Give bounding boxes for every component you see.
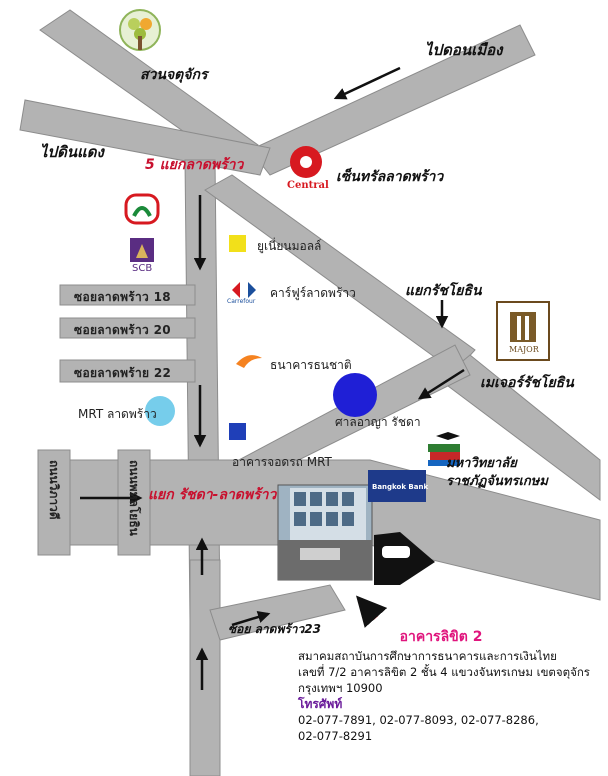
scb-logo-icon [130, 238, 154, 262]
university-label-1: มหาวิทยาลัย [446, 456, 517, 471]
union-mall-label: ยูเนี่ยนมอลล์ [257, 239, 322, 253]
bank-logo-icon [124, 193, 160, 225]
organization-name: สมาคมสถาบันการศึกษาการธนาคารและการเงินไท… [298, 649, 557, 663]
soi-22-label: ซอยลาดพร้าย 22 [74, 366, 172, 380]
bangkok-bank-logo-icon [368, 470, 426, 502]
building-title: อาคารลิขิต 2 [399, 629, 483, 645]
central-logo-text: Central [287, 180, 329, 191]
park-label: สวนจตุจักร [140, 67, 208, 83]
scb-label: SCB [132, 263, 153, 274]
carrefour-label: คาร์ฟูร์ลาดพร้าว [270, 286, 356, 300]
union-mall-square [229, 235, 246, 252]
phahonyothin-road-label: ถนนพหลโยธิน [127, 460, 141, 536]
city-line: กรุงเทพฯ 10900 [298, 681, 383, 695]
central-label: เซ็นทรัลลาดพร้าว [336, 169, 444, 185]
thanachart-label: ธนาคารธนชาติ [270, 358, 352, 372]
major-logo-text: MAJOR [509, 345, 539, 354]
arrow-from-don-mueang [333, 66, 401, 100]
phone-numbers-2: 02-077-8291 [298, 729, 373, 743]
road-soi-18 [59, 284, 196, 306]
major-label: เมเจอร์รัชโยธิน [480, 375, 574, 391]
road-soi-20 [59, 317, 196, 339]
vibhavadi-road-label: ถนนวิภาวดี [47, 460, 61, 520]
university-label-2: ราชภัฏจันทรเกษม [446, 474, 548, 489]
thanachart-logo-icon [236, 355, 262, 368]
car-entrance-icon [374, 532, 435, 585]
major-logo-icon [496, 301, 550, 361]
road-to-din-daeng [19, 99, 271, 176]
arrow-soi-23-branch [231, 610, 271, 627]
road-soi-22 [59, 359, 196, 383]
soi-20-label: ซอยลาดพร้าว 20 [74, 323, 171, 337]
bangkok-bank-label: Bangkok Bank [372, 483, 429, 491]
to-don-mueang-label: ไปดอนเมือง [425, 41, 503, 59]
ratchayothin-junction-label: แยกรัชโยธิน [405, 283, 482, 299]
parking-mrt-label: อาคารจอดรถ MRT [232, 455, 332, 469]
carrefour-logo-icon [232, 282, 256, 298]
court-circle [333, 373, 377, 417]
phone-numbers-1: 02-077-7891, 02-077-8093, 02-077-8286, [298, 713, 539, 727]
five-lat-phrao-junction-label: 5 แยกลาดพร้าว [145, 157, 244, 173]
carrefour-logo-text: Carrefour [227, 298, 256, 305]
mrt-lat-phrao-label: MRT ลาดพร้าว [78, 407, 157, 421]
location-arrow [356, 595, 388, 628]
road-lat-phrao-diagonal [204, 174, 476, 373]
to-din-daeng-label: ไปดินแดง [40, 143, 104, 161]
road-to-don-mueang [39, 9, 259, 171]
address-block: อาคารลิขิต 2 สมาคมสถาบันการศึกษาการธนาคา… [298, 626, 604, 744]
mrt-circle [145, 396, 175, 426]
car-icon [382, 546, 410, 558]
criminal-court-label: ศาลอาญา รัชดา [335, 415, 421, 429]
soi-18-label: ซอยลาดพร้าว 18 [74, 290, 171, 304]
road-soi-23 [189, 559, 221, 776]
ratchada-junction-label: แยก รัชดา-ลาดพร้าว [148, 487, 277, 503]
soi-23-label: ซอย ลาดพร้าว23 [228, 622, 321, 636]
parking-square [229, 423, 246, 440]
tree-icon [119, 9, 161, 51]
road-soi-23-branch [209, 584, 346, 641]
phone-label: โทรศัพท์ [298, 697, 343, 711]
books-icon [428, 432, 460, 466]
building-photo [277, 484, 373, 581]
arrow-ratchayothin-sw [417, 368, 465, 400]
road-vibhavadi [37, 449, 71, 556]
flow-arrows [80, 66, 465, 690]
central-logo-icon [290, 146, 322, 178]
address-line: เลขที่ 7/2 อาคารลิขิต 2 ชั้น 4 แขวงจันทร… [298, 665, 590, 679]
